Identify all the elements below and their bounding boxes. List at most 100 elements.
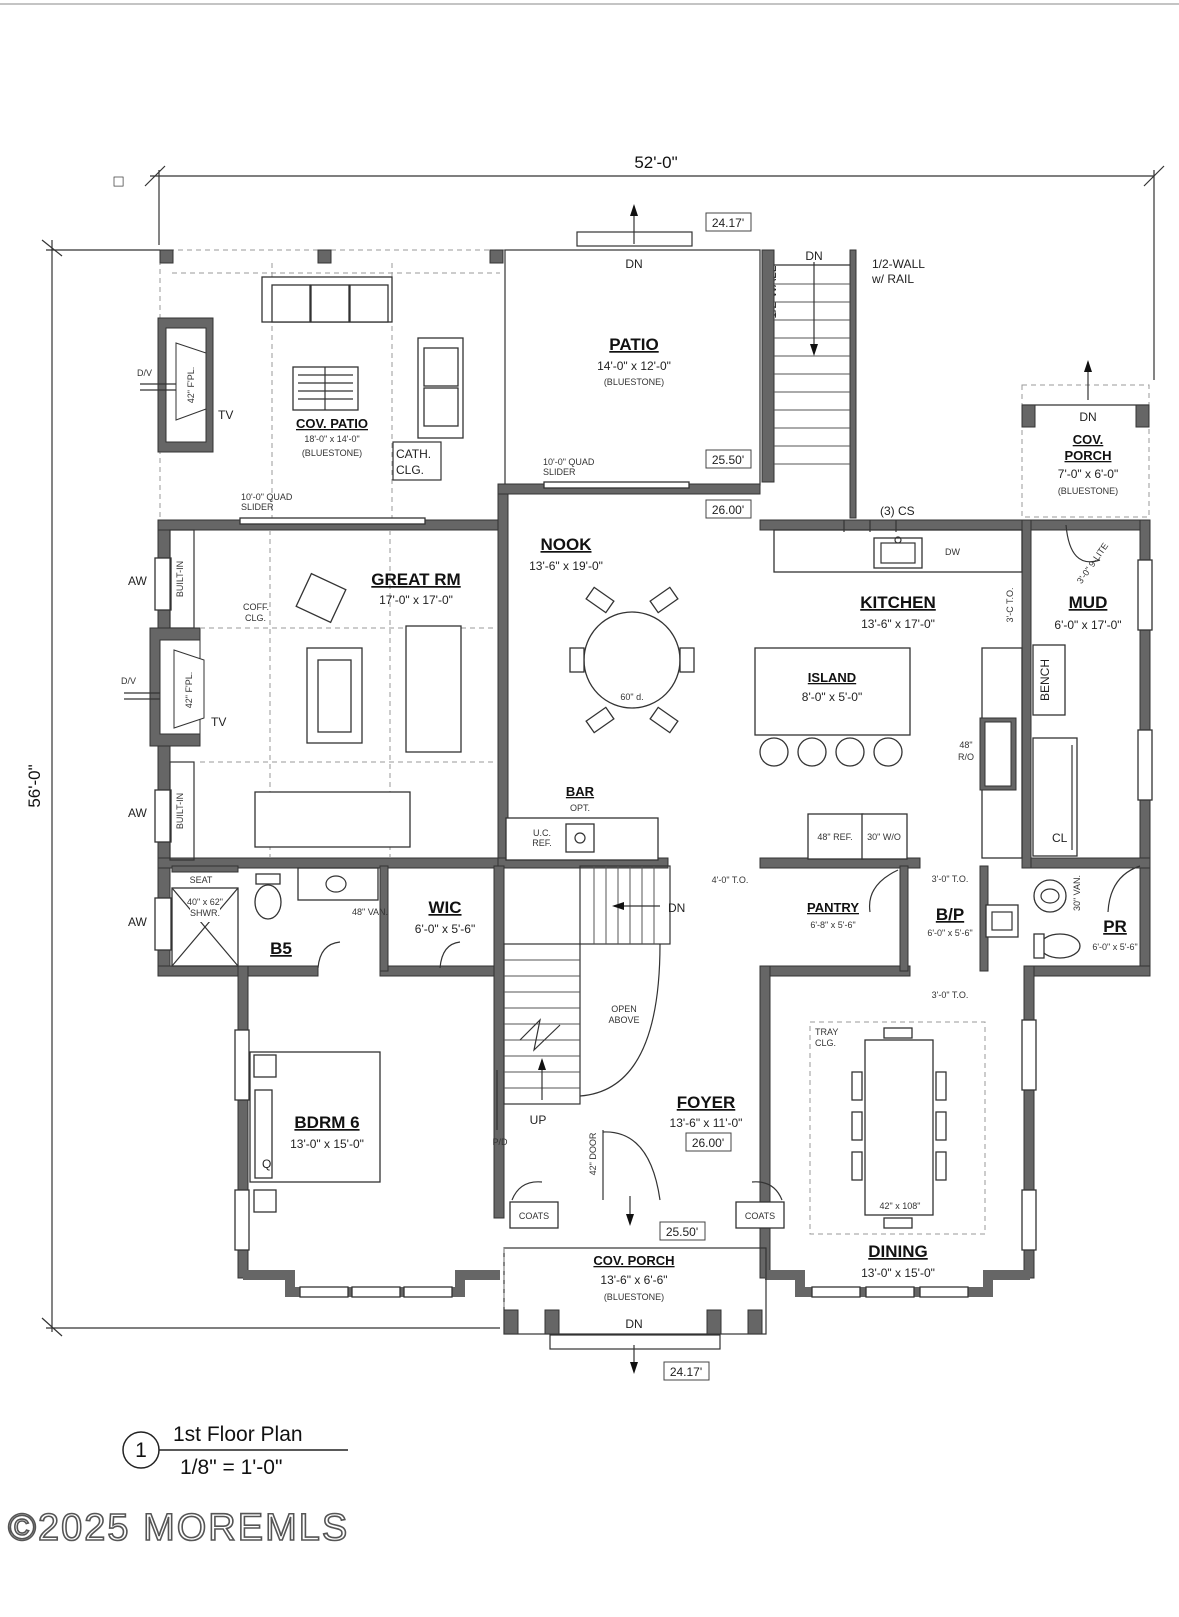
- bar-note: OPT.: [570, 803, 590, 813]
- svg-text:42" F'PL.: 42" F'PL.: [186, 367, 196, 403]
- foyer: [509, 1130, 785, 1229]
- svg-text:42" DOOR: 42" DOOR: [588, 1132, 598, 1175]
- fireplace-cov-patio: 42" F'PL. D/V TV: [137, 317, 233, 453]
- svg-text:48" REF.: 48" REF.: [817, 832, 852, 842]
- dimension-width: 52'-0": [144, 153, 1165, 380]
- svg-text:BENCH: BENCH: [1038, 659, 1052, 701]
- svg-text:TV: TV: [218, 408, 233, 422]
- island-name: ISLAND: [808, 670, 856, 685]
- cov-patio-note: (BLUESTONE): [302, 448, 362, 458]
- plan-number: 1: [135, 1439, 147, 1462]
- wic-size: 6'-0" x 5'-6": [415, 922, 475, 936]
- cov-porch-front: [503, 1247, 767, 1374]
- foyer-name: FOYER: [677, 1093, 736, 1112]
- patio-name: PATIO: [609, 335, 658, 354]
- foyer-size: 13'-6" x 11'-0": [670, 1116, 743, 1130]
- svg-text:w/ RAIL: w/ RAIL: [871, 272, 914, 286]
- great-rm-size: 17'-0" x 17'-0": [379, 593, 453, 607]
- cov-porch-front-name: COV. PORCH: [593, 1253, 674, 1268]
- powder-room: [1033, 865, 1141, 959]
- svg-text:CLG.: CLG.: [396, 463, 424, 477]
- cov-porch-side-name-2: PORCH: [1065, 448, 1112, 463]
- nook-size: 13'-6" x 19'-0": [529, 559, 603, 573]
- mud-name: MUD: [1069, 593, 1108, 612]
- bedroom-furniture: [249, 1051, 381, 1213]
- svg-text:42" F'PL.: 42" F'PL.: [184, 672, 194, 708]
- great-room-furniture: BUILT-IN BUILT-IN 42" F'PL. D/V TV: [121, 529, 495, 861]
- title-block: 1 1st Floor Plan 1/8" = 1'-0": [122, 1423, 348, 1479]
- great-rm-name: GREAT RM: [371, 570, 460, 589]
- cov-porch-front-size: 13'-6" x 6'-6": [600, 1273, 667, 1287]
- svg-text:1/2-WALL: 1/2-WALL: [872, 257, 925, 271]
- svg-text:10'-0" QUAD: 10'-0" QUAD: [543, 457, 595, 467]
- pr-name: PR: [1103, 917, 1127, 936]
- svg-text:42" x 108": 42" x 108": [880, 1201, 921, 1211]
- patio-size: 14'-0" x 12'-0": [597, 359, 671, 373]
- svg-text:OPEN: OPEN: [611, 1004, 637, 1014]
- svg-text:D/V: D/V: [137, 368, 152, 378]
- svg-text:CATH.: CATH.: [396, 447, 431, 461]
- svg-text:SLIDER: SLIDER: [543, 467, 576, 477]
- depth-dimension: 56'-0": [25, 764, 44, 807]
- plan-scale: 1/8" = 1'-0": [180, 1456, 282, 1479]
- kitchen-size: 13'-6" x 17'-0": [861, 617, 935, 631]
- bar-counter: U.C. REF.: [505, 817, 659, 861]
- svg-text:COATS: COATS: [745, 1211, 775, 1221]
- svg-text:BUILT-IN: BUILT-IN: [175, 561, 185, 597]
- svg-text:SEAT: SEAT: [190, 875, 213, 885]
- svg-text:DW: DW: [945, 547, 960, 557]
- mud-size: 6'-0" x 17'-0": [1054, 618, 1121, 632]
- svg-text:40" x 62": 40" x 62": [187, 897, 223, 907]
- svg-text:4'-0" T.O.: 4'-0" T.O.: [712, 875, 749, 885]
- cov-porch-side-name-1: COV.: [1073, 432, 1104, 447]
- svg-text:P/D: P/D: [492, 1137, 508, 1147]
- nook-table: [569, 586, 695, 734]
- svg-text:DN: DN: [625, 257, 642, 271]
- cov-patio-size: 18'-0" x 14'-0": [304, 434, 359, 444]
- elev-top: 24.17': [712, 216, 744, 230]
- svg-text:48": 48": [959, 740, 972, 750]
- elev-porch: 25.50': [666, 1225, 698, 1239]
- elev-nook: 26.00': [712, 503, 744, 517]
- svg-text:(3) CS: (3) CS: [880, 504, 915, 518]
- svg-text:3'-C T.O.: 3'-C T.O.: [1005, 587, 1015, 622]
- svg-text:CLG.: CLG.: [245, 613, 266, 623]
- svg-text:3'-0" T.O.: 3'-0" T.O.: [932, 874, 969, 884]
- exterior-stairs: DN: [761, 249, 857, 519]
- cov-patio-furniture: [261, 276, 464, 439]
- svg-text:COATS: COATS: [519, 1211, 549, 1221]
- svg-text:30" VAN.: 30" VAN.: [1072, 875, 1082, 911]
- svg-text:10'-0" QUAD: 10'-0" QUAD: [241, 492, 293, 502]
- svg-text:U.C.: U.C.: [533, 828, 551, 838]
- wic-name: WIC: [428, 898, 461, 917]
- bar-name: BAR: [566, 784, 595, 799]
- elev-foyer: 26.00': [692, 1136, 724, 1150]
- svg-text:AW: AW: [128, 574, 148, 588]
- svg-text:30" W/O: 30" W/O: [867, 832, 901, 842]
- kitchen-name: KITCHEN: [860, 593, 936, 612]
- dining-table: [809, 1021, 986, 1235]
- svg-text:SLIDER: SLIDER: [241, 502, 274, 512]
- svg-text:DN: DN: [625, 1317, 642, 1331]
- bdrm6-size: 13'-0" x 15'-0": [290, 1137, 364, 1151]
- b5-name: B5: [270, 939, 292, 958]
- svg-text:CL: CL: [1052, 831, 1068, 845]
- pantry-name: PANTRY: [807, 900, 859, 915]
- svg-text:60" d.: 60" d.: [620, 692, 643, 702]
- svg-text:48" VAN.: 48" VAN.: [352, 907, 388, 917]
- pr-size: 6'-0" x 5'-6": [1092, 942, 1137, 952]
- cov-porch-front-note: (BLUESTONE): [604, 1292, 664, 1302]
- svg-text:DN: DN: [668, 901, 685, 915]
- svg-text:AW: AW: [128, 915, 148, 929]
- svg-text:UP: UP: [530, 1113, 547, 1127]
- plan-title: 1st Floor Plan: [173, 1423, 303, 1446]
- svg-text:3'-0" T.O.: 3'-0" T.O.: [932, 990, 969, 1000]
- cov-porch-side-size: 7'-0" x 6'-0": [1058, 467, 1118, 481]
- elev-bottom: 24.17': [670, 1365, 702, 1379]
- cov-porch-side-note: (BLUESTONE): [1058, 486, 1118, 496]
- width-dimension: 52'-0": [634, 153, 677, 172]
- svg-text:DN: DN: [805, 249, 822, 263]
- dining-name: DINING: [868, 1242, 928, 1261]
- svg-text:BUILT-IN: BUILT-IN: [175, 793, 185, 829]
- svg-text:TRAY: TRAY: [815, 1027, 838, 1037]
